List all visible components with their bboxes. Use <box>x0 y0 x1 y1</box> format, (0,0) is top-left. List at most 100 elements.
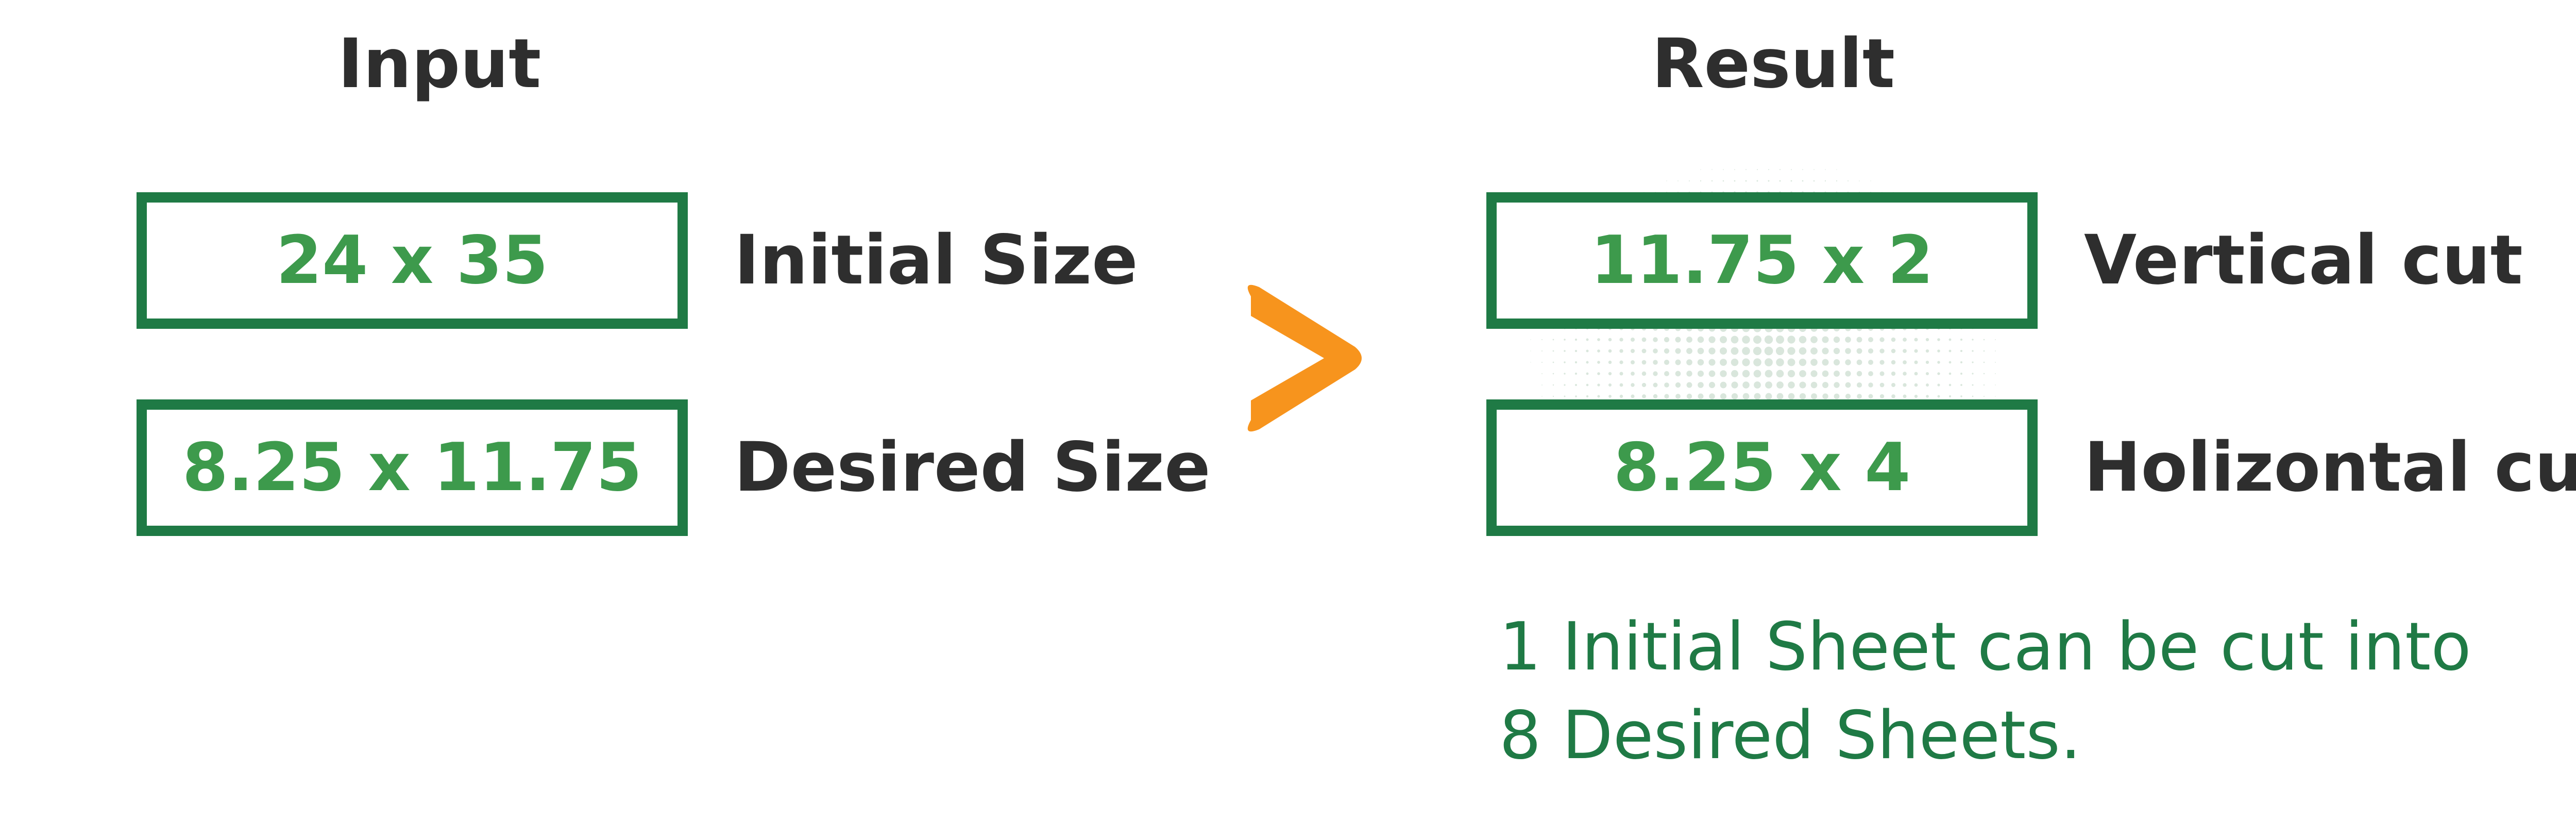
halftone-dot <box>1608 395 1612 398</box>
halftone-dot <box>1824 180 1826 182</box>
halftone-dot <box>1925 338 1929 342</box>
halftone-dot <box>1937 383 1940 387</box>
halftone-dot <box>1879 382 1885 388</box>
halftone-dot <box>1903 338 1907 342</box>
halftone-dot <box>1891 360 1896 365</box>
halftone-dot <box>1791 169 1792 170</box>
halftone-dot <box>1552 384 1554 386</box>
halftone-dot <box>1641 382 1647 388</box>
halftone-dot <box>1926 395 1929 398</box>
halftone-dot <box>1597 338 1600 341</box>
halftone-dot <box>1619 349 1623 353</box>
halftone-dot <box>1891 371 1896 376</box>
halftone-dot <box>1742 336 1750 344</box>
halftone-dot <box>1664 371 1669 376</box>
halftone-dot <box>1597 349 1600 353</box>
halftone-dot <box>1833 347 1840 355</box>
halftone-dot <box>1775 346 1785 356</box>
halftone-dot <box>1845 382 1851 388</box>
halftone-dot <box>1742 393 1750 400</box>
halftone-dot <box>1891 394 1895 398</box>
halftone-dot <box>1802 169 1803 170</box>
halftone-dot <box>1891 382 1896 388</box>
vertical-cut-label: Vertical cut <box>2084 221 2523 300</box>
input-heading: Input <box>337 24 541 104</box>
halftone-dot <box>1742 347 1750 355</box>
halftone-dot <box>1960 338 1963 341</box>
halftone-dot <box>1734 180 1736 182</box>
halftone-dot <box>1914 360 1918 364</box>
halftone-dot <box>1768 169 1769 170</box>
halftone-dot <box>1960 349 1963 353</box>
halftone-dot <box>1799 381 1806 389</box>
halftone-dot <box>1675 348 1681 354</box>
halftone-dot <box>1675 337 1681 343</box>
halftone-dot <box>1597 383 1600 387</box>
halftone-dot <box>1972 395 1974 397</box>
halftone-dot <box>1790 180 1792 182</box>
halftone-dot <box>1552 373 1554 375</box>
halftone-dot <box>1833 336 1840 343</box>
halftone-dot <box>1653 360 1658 365</box>
halftone-dot <box>1575 384 1577 386</box>
halftone-dot <box>1619 394 1623 398</box>
halftone-dot <box>1960 373 1962 375</box>
halftone-dot <box>1675 359 1681 365</box>
halftone-dot <box>1754 393 1761 400</box>
halftone-dot <box>1541 362 1543 363</box>
halftone-dot <box>1903 394 1907 398</box>
halftone-dot <box>1700 180 1702 182</box>
halftone-dot <box>1937 338 1940 341</box>
halftone-dot <box>1631 360 1635 364</box>
halftone-dot <box>1619 360 1623 364</box>
halftone-dot <box>1541 373 1543 374</box>
halftone-dot <box>1948 338 1952 341</box>
halftone-dot <box>1776 381 1784 389</box>
halftone-dot <box>1983 350 1985 352</box>
halftone-dot <box>1779 180 1781 182</box>
halftone-dot <box>1834 382 1840 388</box>
halftone-dot <box>1597 372 1600 375</box>
halftone-dot <box>1698 393 1704 399</box>
halftone-dot <box>1822 370 1829 377</box>
halftone-dot <box>1641 371 1647 376</box>
halftone-dot <box>1787 347 1795 355</box>
halftone-dot <box>1834 393 1840 399</box>
halftone-dot <box>1756 180 1758 182</box>
halftone-dot <box>1810 336 1818 343</box>
halftone-dot <box>1960 395 1962 397</box>
halftone-dot <box>1856 348 1862 354</box>
halftone-dot <box>1879 337 1885 342</box>
vertical-cut-value: 11.75 x 2 <box>1590 222 1934 299</box>
halftone-dot <box>1619 372 1623 376</box>
halftone-dot <box>1868 360 1873 365</box>
desired-size-value: 8.25 x 11.75 <box>182 429 642 506</box>
halftone-dot <box>1698 382 1704 388</box>
halftone-dot <box>1653 394 1658 399</box>
halftone-dot <box>1984 396 1985 397</box>
halftone-dot <box>1530 350 1531 351</box>
holizontal-cut-label: Holizontal cut <box>2084 428 2576 507</box>
halftone-dot <box>1745 180 1747 182</box>
halftone-dot <box>1575 395 1577 397</box>
halftone-dot <box>1574 372 1578 375</box>
halftone-dot <box>1720 381 1727 389</box>
halftone-dot <box>1731 336 1739 344</box>
halftone-dot <box>1914 394 1918 398</box>
halftone-dot <box>1903 372 1907 376</box>
halftone-dot <box>1870 180 1871 181</box>
halftone-dot <box>1608 349 1612 353</box>
halftone-dot <box>1619 338 1623 342</box>
halftone-dot <box>1586 338 1589 341</box>
halftone-dot <box>1541 339 1543 340</box>
halftone-dot <box>1868 394 1873 399</box>
halftone-dot <box>1722 180 1724 182</box>
halftone-dot <box>1734 169 1735 170</box>
halftone-dot <box>1765 381 1772 389</box>
halftone-dot <box>1788 393 1795 400</box>
halftone-dot <box>1753 358 1761 366</box>
halftone-dot <box>1719 347 1727 355</box>
halftone-dot <box>1983 373 1985 375</box>
chevron-right-icon-shape <box>1247 284 1362 432</box>
halftone-dot <box>1742 358 1750 366</box>
